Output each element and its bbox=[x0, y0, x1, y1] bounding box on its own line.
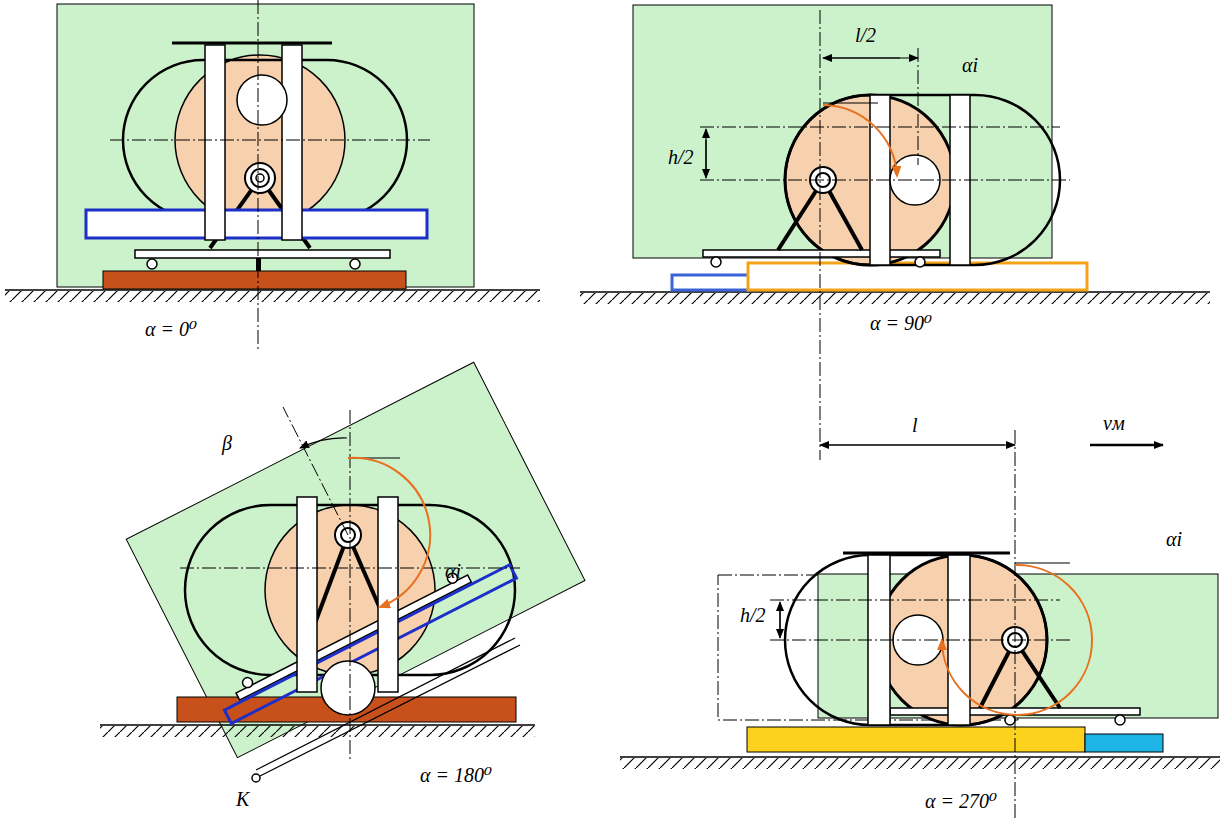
label: αi bbox=[962, 54, 978, 76]
label: l bbox=[912, 414, 918, 436]
panel-270 bbox=[620, 430, 1220, 820]
label: h/2 bbox=[740, 604, 766, 626]
panel-90 bbox=[580, 5, 1210, 460]
label: l/2 bbox=[855, 24, 876, 46]
label: α = 180⁰ bbox=[420, 764, 492, 786]
label: β bbox=[222, 432, 232, 454]
label: α = 90⁰ bbox=[870, 312, 932, 334]
label: K bbox=[236, 788, 249, 810]
label: αi bbox=[445, 560, 461, 582]
label: αi bbox=[1166, 528, 1182, 550]
label: vм bbox=[1103, 412, 1125, 434]
label: h/2 bbox=[668, 146, 694, 168]
label: α = 0⁰ bbox=[145, 318, 197, 340]
panel-180 bbox=[100, 362, 585, 782]
label: α = 270⁰ bbox=[925, 790, 997, 812]
panel-0 bbox=[5, 0, 540, 350]
